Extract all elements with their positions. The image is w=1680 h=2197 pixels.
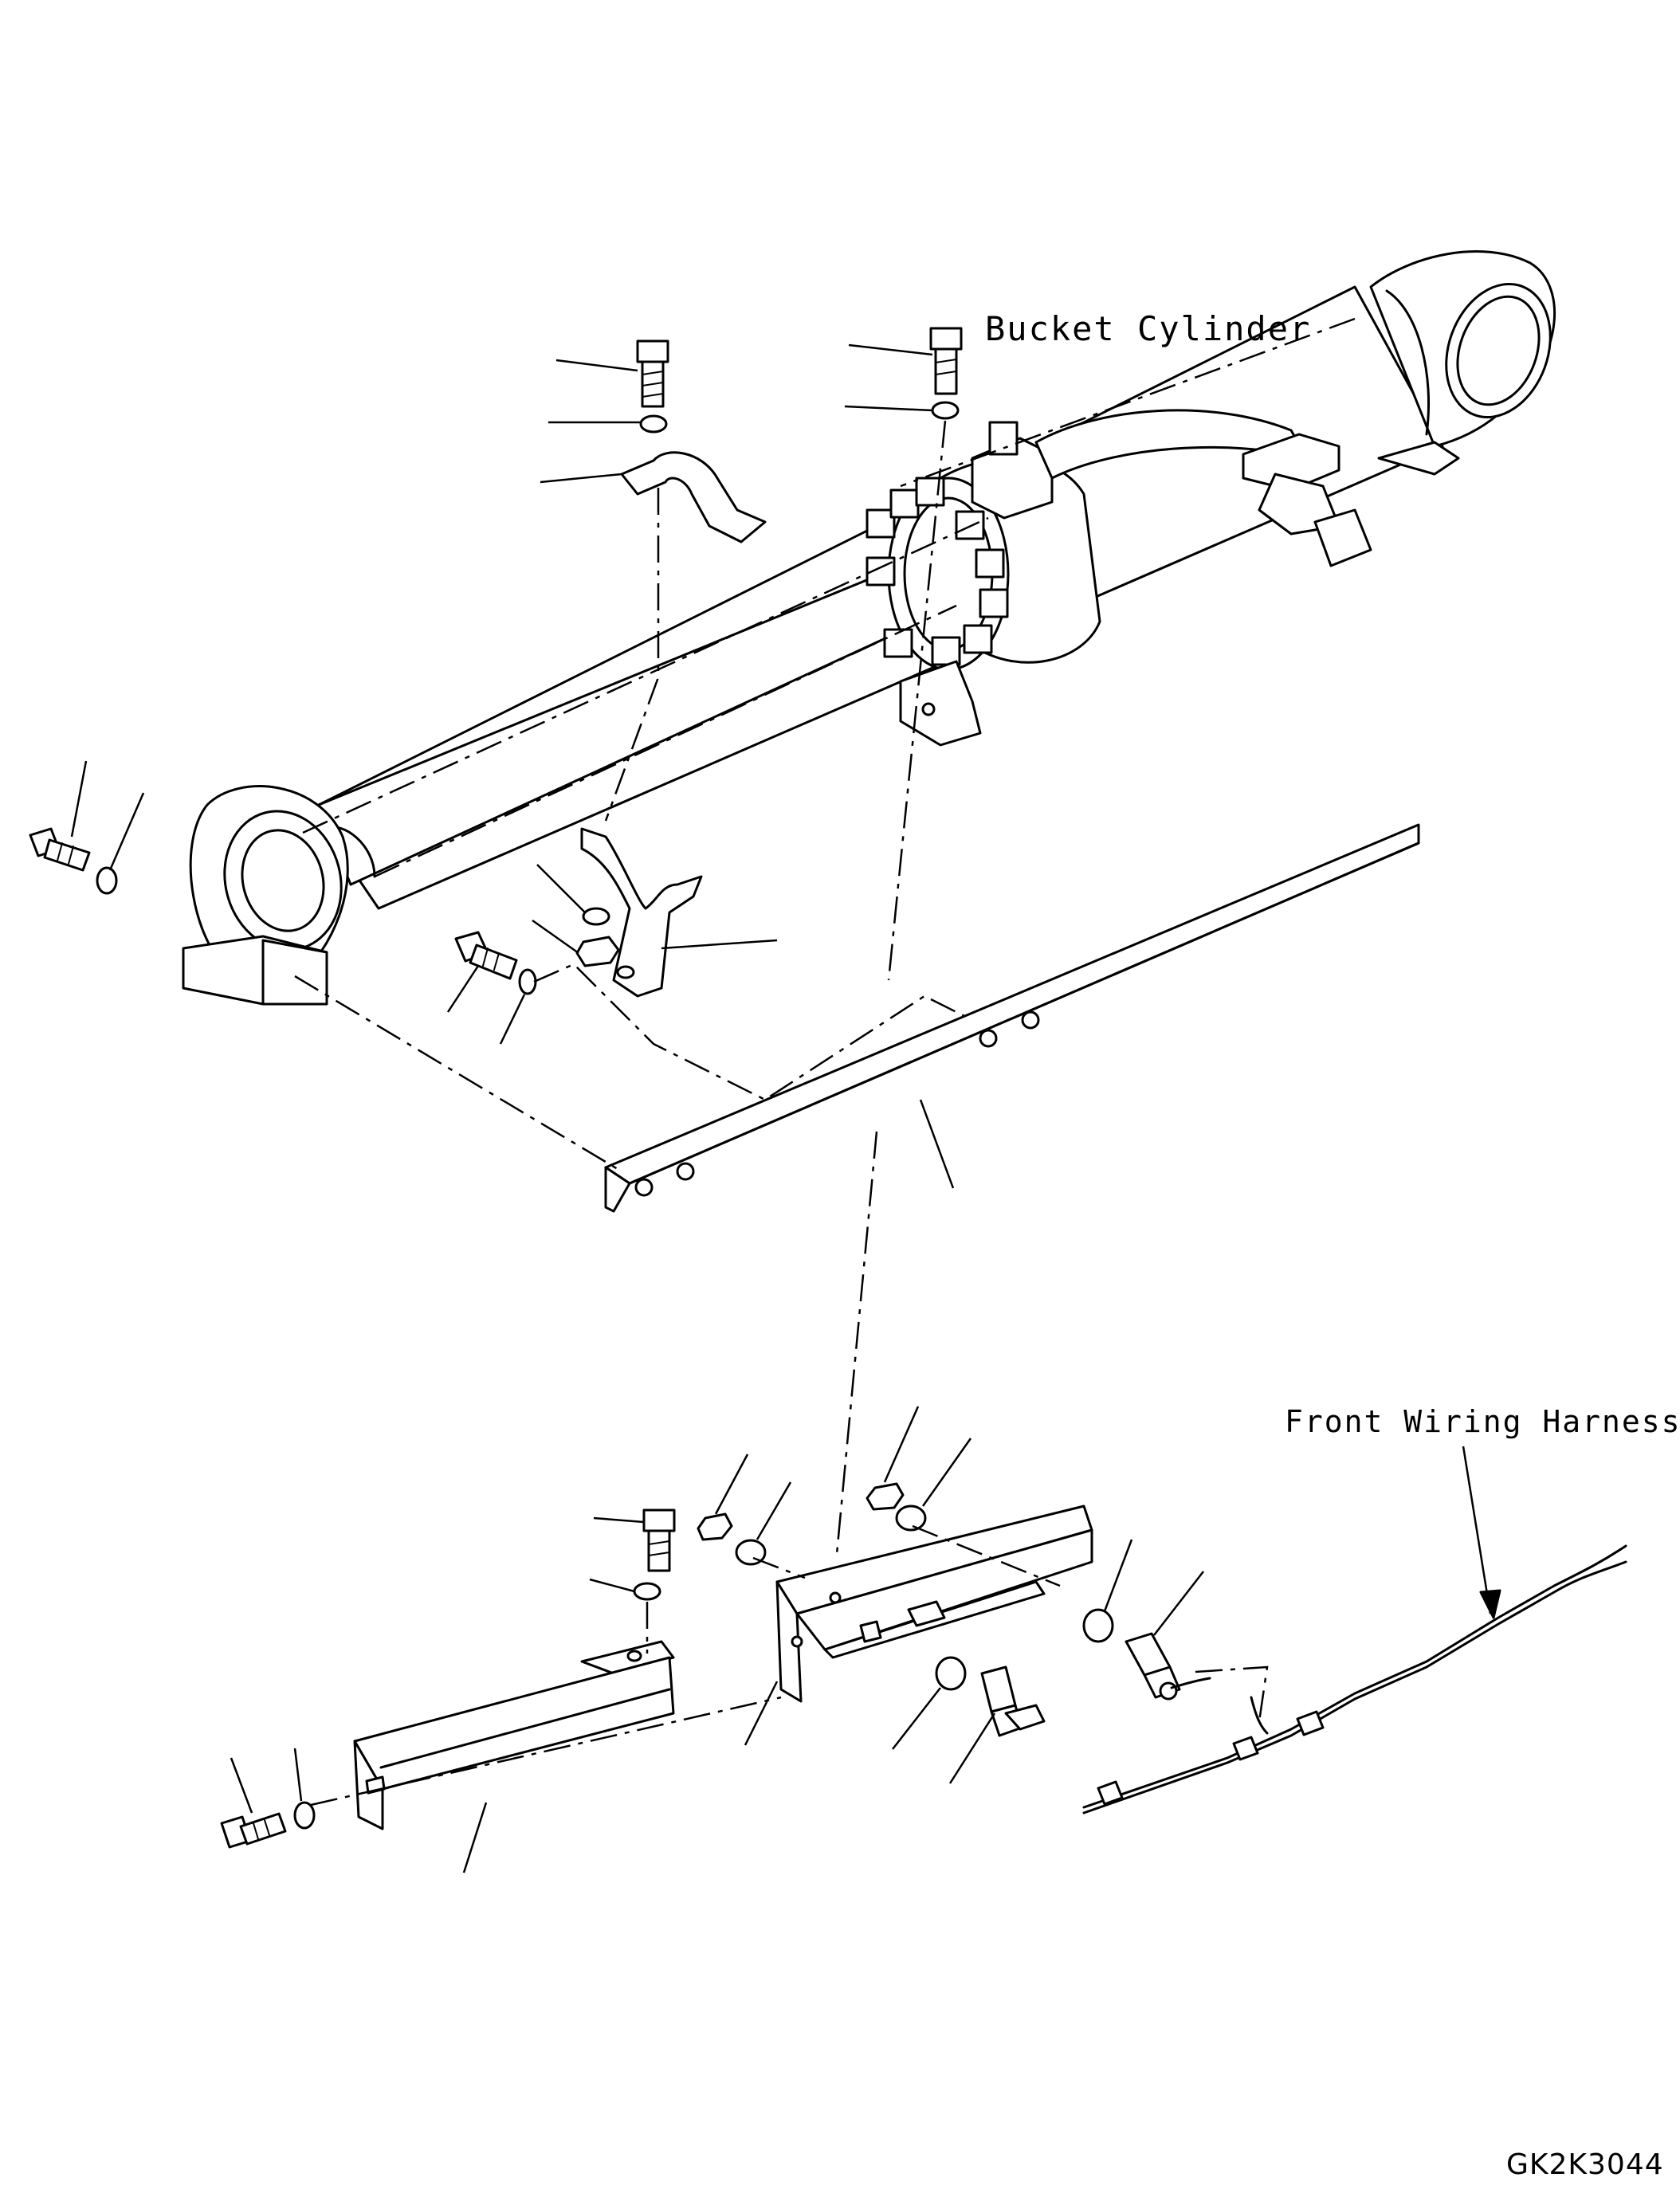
rod-eye-bolt (29, 827, 91, 872)
sensor-bracket-nut-1 (697, 1512, 733, 1541)
sensor-bracket (775, 1505, 1093, 1703)
bucket-cylinder-label: Bucket Cylinder (985, 309, 1312, 348)
sensor-washer-right (1082, 1608, 1114, 1643)
sensor-washer-center (935, 1656, 967, 1691)
upper-right-bolt (929, 327, 963, 395)
lower-clamp-nut (575, 936, 620, 967)
sensor-bracket-nut-2 (866, 1482, 905, 1511)
upper-right-washer (931, 401, 960, 420)
flange-bolts (866, 477, 1009, 666)
upper-clamp-washer (639, 414, 668, 434)
sensor-guard-bolt (220, 1812, 287, 1849)
front-wiring-harness-label: Front Wiring Harness (1285, 1404, 1680, 1439)
sensor-bracket-washer-1 (735, 1539, 767, 1566)
lower-clamp (580, 827, 703, 998)
proximity-sensor-center (980, 1665, 1046, 1737)
lower-bracket-bolt (642, 1508, 676, 1572)
guard-bar (604, 823, 1420, 1213)
alignment-lines (294, 317, 1356, 1807)
sensor-guard (353, 1640, 675, 1830)
proximity-sensor-right (1125, 1632, 1181, 1701)
front-wiring-harness (1082, 1544, 1627, 1814)
sensor-bracket-washer-2 (895, 1505, 927, 1532)
lower-clamp-washer (582, 907, 610, 926)
callout-leaders (70, 343, 1501, 1873)
lower-clamp-bolt-washer (518, 968, 537, 995)
upper-clamp (620, 451, 767, 543)
rod-eye-washer (96, 866, 118, 895)
lower-clamp-bolt (454, 931, 518, 980)
bucket-cylinder (182, 250, 1556, 1006)
sensor-guard-washer (293, 1801, 316, 1830)
upper-clamp-bolt (636, 339, 669, 408)
lower-bracket-washer (633, 1582, 661, 1601)
drawing-code: GK2K3044 (1506, 2148, 1664, 2181)
